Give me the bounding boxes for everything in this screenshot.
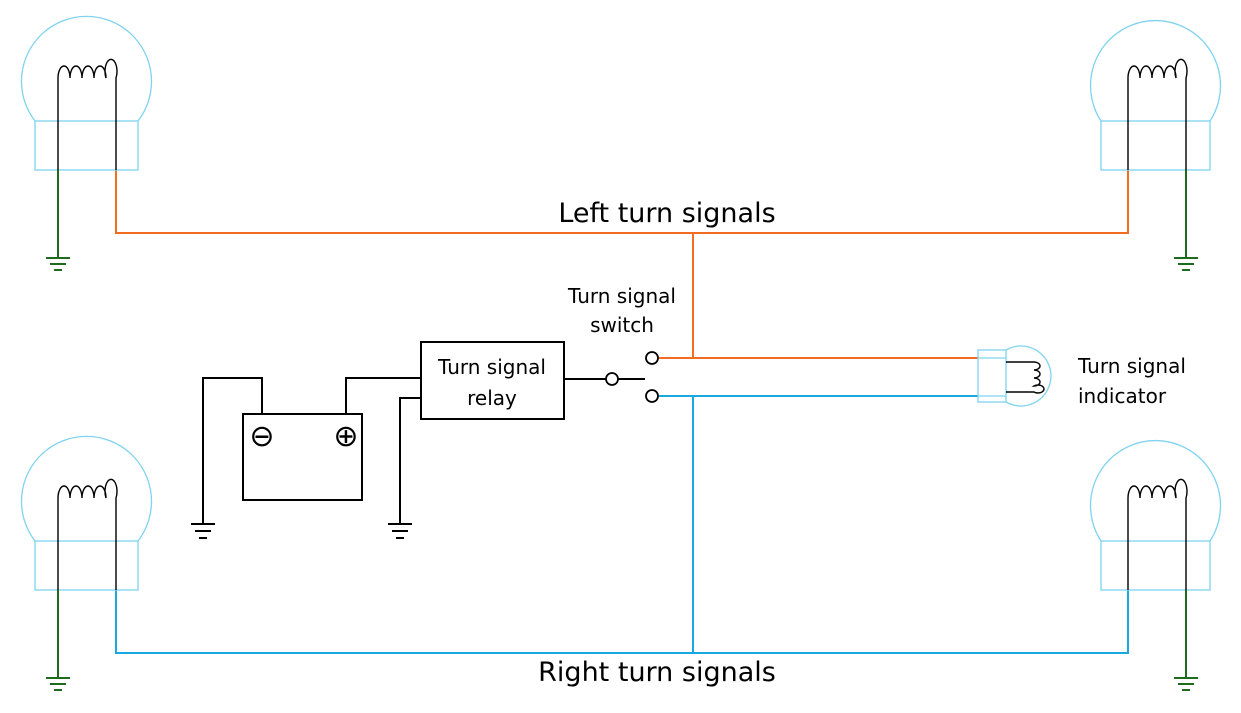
ground-icon xyxy=(1174,590,1198,691)
bulb-top-left xyxy=(20,15,153,171)
switch-label-line2: switch xyxy=(590,313,654,337)
bulb-glass-icon xyxy=(1089,439,1222,542)
bulb-base-icon xyxy=(34,120,139,171)
bulb-glass-icon xyxy=(1089,19,1222,122)
battery-negative-icon: ⊖ xyxy=(249,419,274,454)
battery-positive-wire xyxy=(345,377,421,414)
battery-positive-icon: ⊕ xyxy=(333,419,358,454)
left-bus-wire xyxy=(115,170,1129,234)
turn-signal-relay: Turn signal relay xyxy=(420,341,606,420)
bulb-grounds xyxy=(46,170,1198,691)
bulb-bottom-right xyxy=(1089,439,1222,591)
filament-icon xyxy=(57,58,118,170)
ground-icon xyxy=(388,397,421,539)
battery-body xyxy=(242,413,363,501)
right-bus-wire xyxy=(115,590,1129,654)
left-turn-signals-label: Left turn signals xyxy=(558,198,775,229)
battery-negative-wire xyxy=(202,377,263,524)
relay-label-line2: relay xyxy=(467,386,517,410)
turn-signal-indicator: Turn signal indicator xyxy=(977,345,1186,408)
indicator-glass-icon xyxy=(1005,345,1052,407)
bulb-bottom-left xyxy=(20,435,153,591)
ground-icon xyxy=(191,523,215,539)
filament-icon xyxy=(57,478,118,590)
bulb-base-icon xyxy=(1100,120,1211,171)
right-circuit-wires xyxy=(115,395,1129,654)
relay-label-line1: Turn signal xyxy=(437,355,546,379)
switch-label-line1: Turn signal xyxy=(567,284,676,308)
bulb-base-icon xyxy=(1100,540,1211,591)
indicator-base-icon xyxy=(977,349,1007,403)
filament-icon xyxy=(1127,478,1188,590)
switch-left-terminal xyxy=(645,351,659,365)
indicator-filament-icon xyxy=(1006,361,1045,394)
right-turn-signals-label: Right turn signals xyxy=(538,657,776,688)
turn-signal-switch: Turn signal switch xyxy=(567,284,676,403)
bulb-base-icon xyxy=(34,540,139,591)
left-circuit-wires xyxy=(115,170,1129,359)
switch-right-terminal xyxy=(645,389,659,403)
battery: ⊖ ⊕ xyxy=(202,377,421,524)
bulb-top-right xyxy=(1089,19,1222,171)
relay-box xyxy=(420,341,565,420)
indicator-label-line2: indicator xyxy=(1078,384,1167,408)
ground-icon xyxy=(46,590,70,691)
indicator-label-line1: Turn signal xyxy=(1077,354,1186,378)
ground-icon xyxy=(46,170,70,271)
filament-icon xyxy=(1127,58,1188,170)
ground-icon xyxy=(1174,170,1198,271)
bulb-glass-icon xyxy=(20,15,153,122)
switch-common-terminal xyxy=(605,372,619,386)
bulb-glass-icon xyxy=(20,435,153,542)
